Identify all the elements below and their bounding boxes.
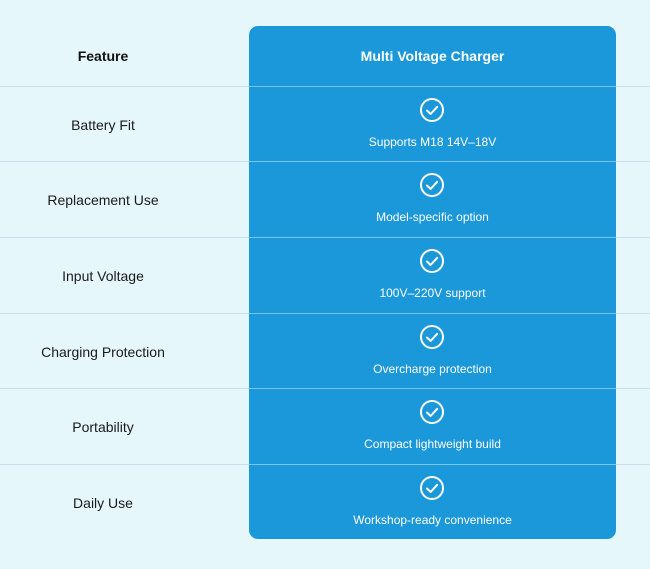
panel-row-divider [249,464,616,465]
check-circle-icon [420,476,444,500]
panel-row-divider [249,86,616,87]
value-cell-battery-fit: Supports M18 14V–18V [249,87,616,162]
value-text: 100V–220V support [379,286,486,300]
value-cell-replacement-use: Model-specific option [249,162,616,237]
check-circle-icon [420,249,444,273]
value-text: Model-specific option [376,210,489,224]
check-circle-icon [420,325,444,349]
value-text: Overcharge protection [373,362,492,376]
feature-cell-battery-fit: Battery Fit [71,116,135,133]
check-circle-icon [420,400,444,424]
check-circle-icon [420,173,444,197]
feature-cell-charging-protection: Charging Protection [41,343,165,360]
value-cell-daily-use: Workshop-ready convenience [249,465,616,540]
value-cell-input-voltage: 100V–220V support [249,238,616,313]
feature-cell-input-voltage: Input Voltage [62,267,144,284]
value-cell-charging-protection: Overcharge protection [249,314,616,389]
value-cell-portability: Compact lightweight build [249,389,616,464]
feature-cell-daily-use: Daily Use [73,494,133,511]
product-column-header: Multi Voltage Charger [360,48,505,64]
feature-cell-replacement-use: Replacement Use [47,191,159,208]
check-circle-icon [420,98,444,122]
value-text: Supports M18 14V–18V [368,135,497,149]
panel-row-divider [249,313,616,314]
panel-row-divider [249,237,616,238]
value-text: Workshop-ready convenience [353,513,512,527]
feature-cell-portability: Portability [72,418,134,435]
panel-row-divider [249,388,616,389]
panel-row-divider [249,161,616,162]
feature-column-header: Feature [77,48,129,64]
value-text: Compact lightweight build [364,437,501,451]
